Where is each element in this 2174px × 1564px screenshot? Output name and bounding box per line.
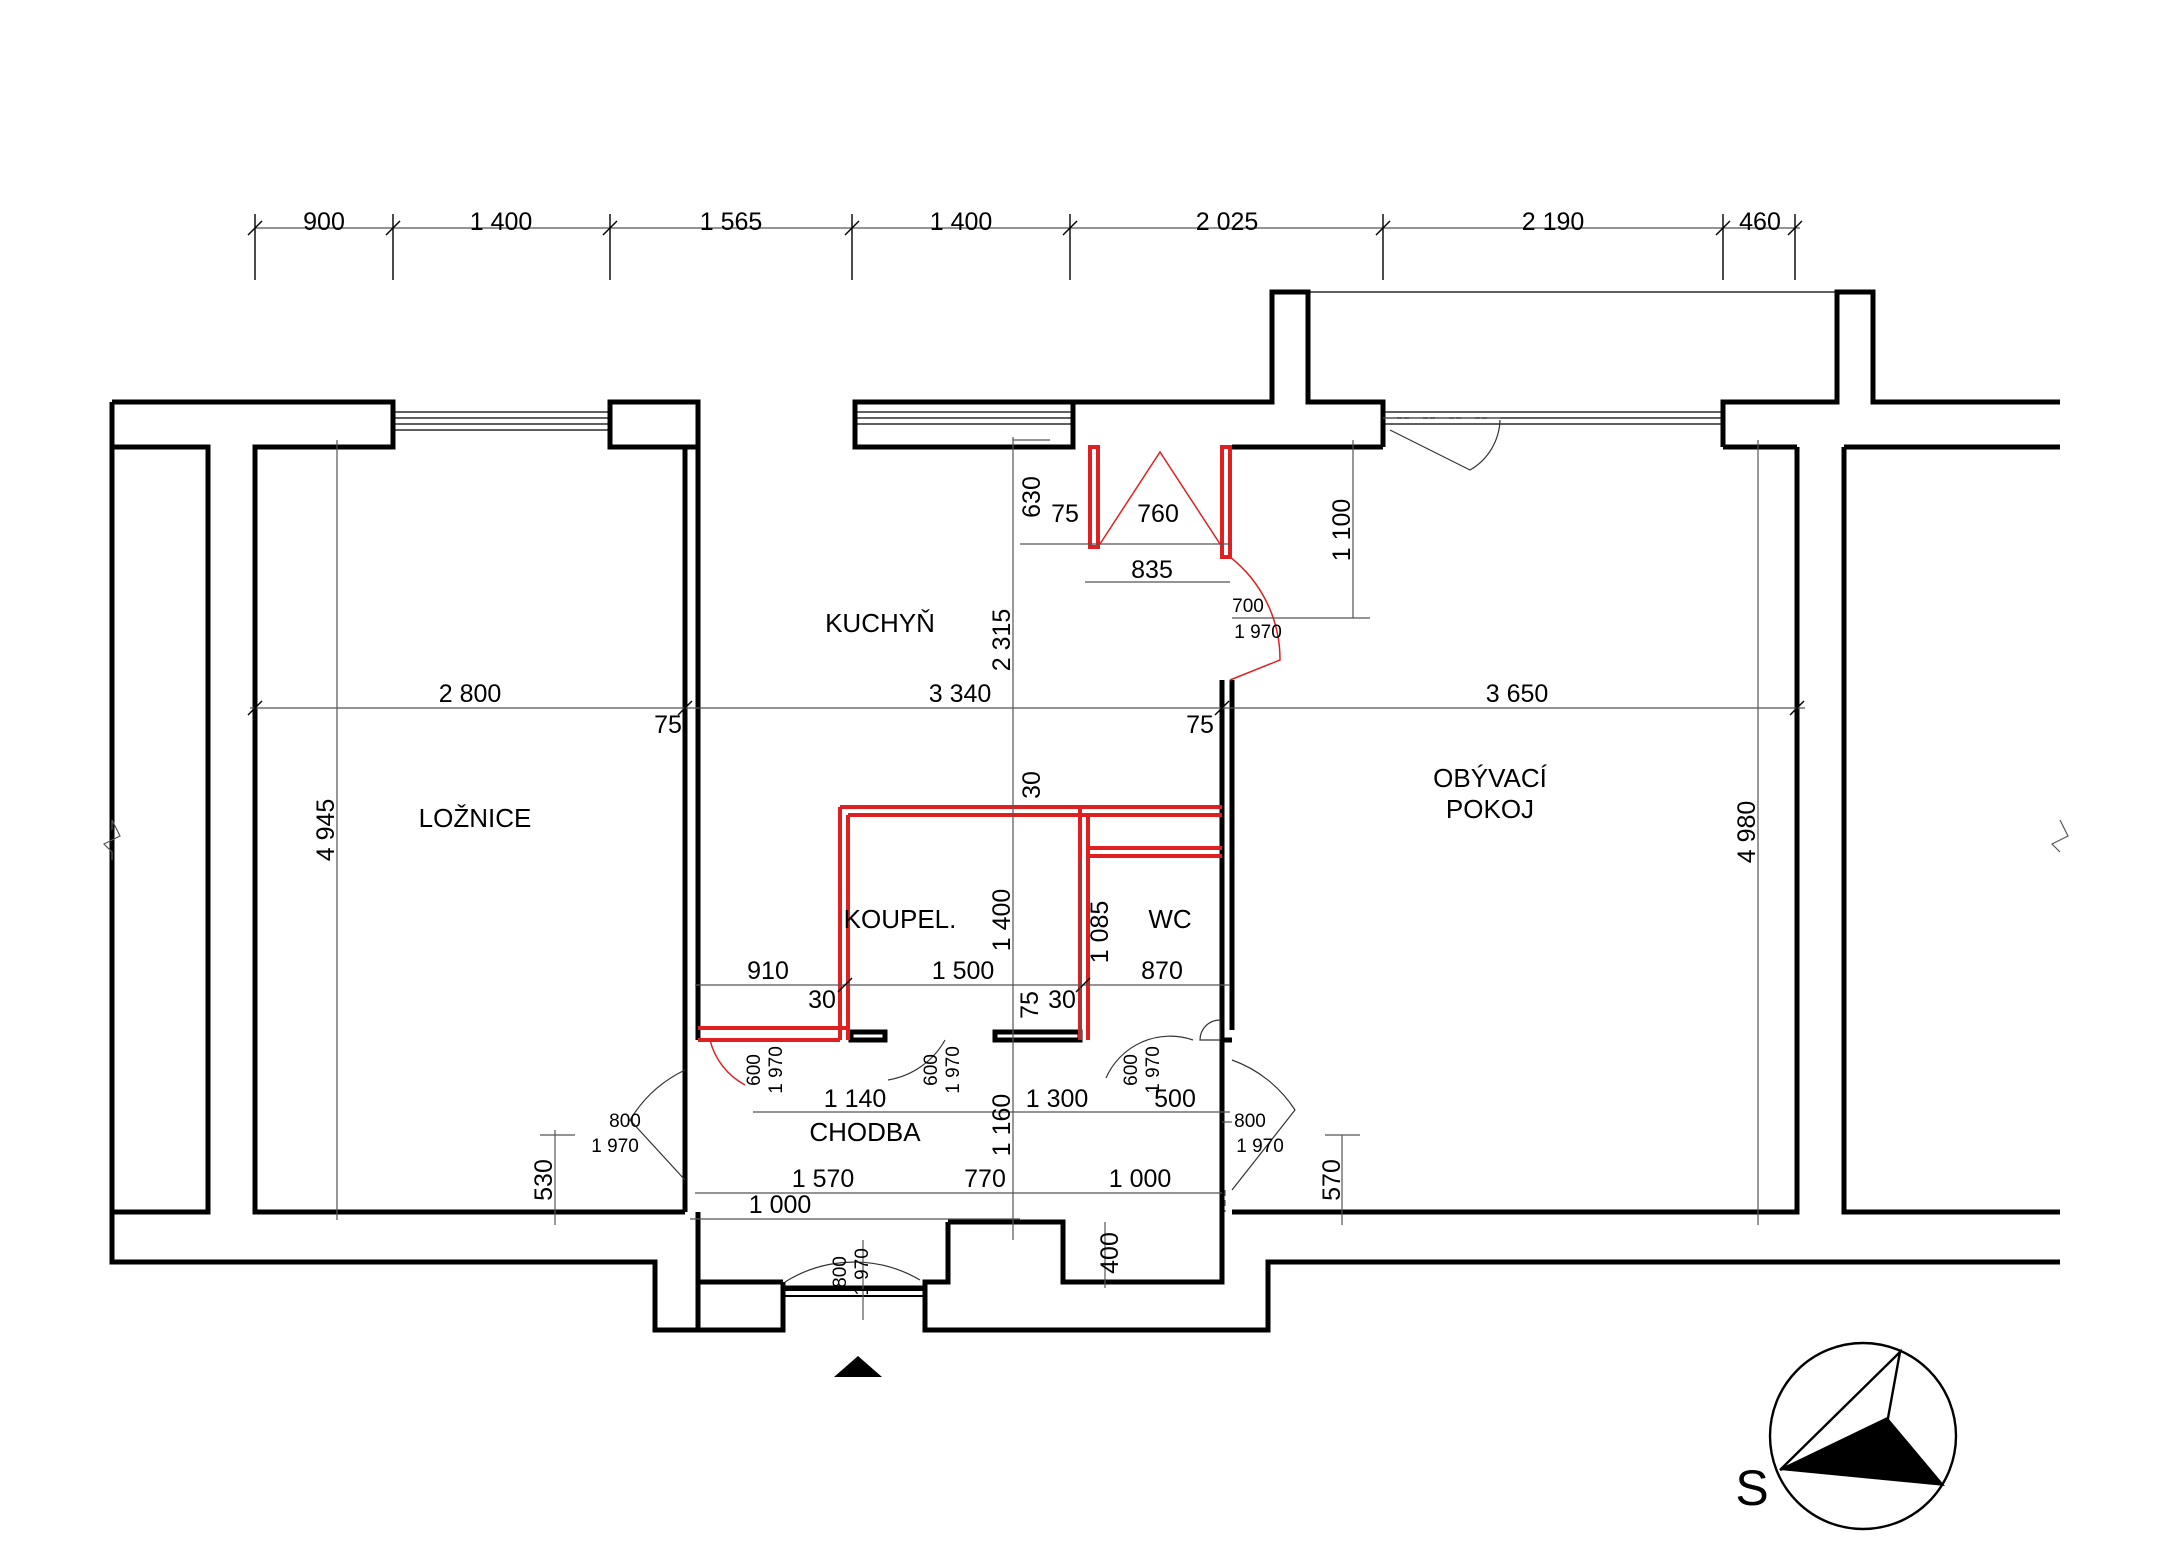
obyvaci-width: 3 650 [1486, 680, 1549, 708]
kuchyn-height: 2 315 [988, 609, 1016, 672]
living-door-width: 800 [1234, 1111, 1266, 1132]
bath-left-gap: 910 [747, 957, 789, 985]
dimension-labels: 2 800 3 340 3 650 75 75 4 945 2 315 4 98… [312, 476, 1761, 1296]
wc-door-width: 600 [1121, 1054, 1142, 1086]
entry-door-height: 1 970 [852, 1248, 873, 1296]
room-kuchyn: KUCHYŇ [825, 608, 935, 638]
bath-door-width: 600 [921, 1054, 942, 1086]
bedroom-door-height: 1 970 [591, 1136, 639, 1157]
room-wc: WC [1148, 904, 1191, 934]
corridor-depth: 1 160 [988, 1094, 1016, 1157]
top-dim-2: 1 400 [470, 208, 533, 236]
corridor-seg-1: 1 140 [824, 1085, 887, 1113]
top-dim-6: 2 190 [1522, 208, 1585, 236]
pantry-wall: 75 [1051, 500, 1079, 528]
room-obyvaci-line-1: OBÝVACÍ [1433, 763, 1547, 793]
wc-door-height: 1 970 [1143, 1046, 1164, 1094]
corridor-right-offset: 570 [1318, 1159, 1346, 1201]
corridor-niche: 400 [1096, 1232, 1124, 1274]
compass-icon: S [1735, 1341, 1958, 1531]
wc-height: 1 085 [1086, 901, 1114, 964]
bath-top-wall: 30 [1018, 771, 1046, 799]
new-walls [698, 445, 1281, 1086]
compass-label: S [1735, 1460, 1768, 1516]
kitchen-door-height: 1 970 [766, 1046, 787, 1094]
room-loznice: LOŽNICE [419, 803, 532, 833]
corridor-w3: 1 000 [1109, 1165, 1172, 1193]
corridor-seg-3: 500 [1154, 1085, 1196, 1113]
kitchen-door-width: 600 [744, 1054, 765, 1086]
living-door-height: 1 970 [1236, 1136, 1284, 1157]
bath-left-wall: 30 [808, 986, 836, 1014]
top-dim-4: 1 400 [930, 208, 993, 236]
pantry-inner: 760 [1137, 500, 1179, 528]
bath-mid-wall: 75 [1016, 991, 1044, 1019]
bath-mid-wall-2: 30 [1048, 986, 1076, 1014]
top-dim-5: 2 025 [1196, 208, 1259, 236]
top-dim-7: 460 [1739, 208, 1781, 236]
living-window-offset: 1 100 [1328, 499, 1356, 562]
door-swings [629, 417, 1501, 1283]
entry-door-width: 800 [830, 1256, 851, 1288]
loznice-width: 2 800 [439, 680, 502, 708]
top-dim-1: 900 [303, 208, 345, 236]
right-wall-thickness: 75 [1186, 711, 1214, 739]
corridor-w1: 1 570 [792, 1165, 855, 1193]
bath-door-height: 1 970 [943, 1046, 964, 1094]
bath-width: 1 500 [932, 957, 995, 985]
wc-width: 870 [1141, 957, 1183, 985]
corridor-seg-2: 1 300 [1026, 1085, 1089, 1113]
loznice-height: 4 945 [312, 799, 340, 862]
pantry-outer: 835 [1131, 556, 1173, 584]
pantry-door-width: 700 [1232, 596, 1264, 617]
walls [109, 289, 2060, 1333]
room-chodba: CHODBA [809, 1117, 921, 1147]
corridor-left-offset: 530 [530, 1159, 558, 1201]
room-labels: LOŽNICE KUCHYŇ OBÝVACÍ POKOJ KOUPEL. WC … [419, 608, 1548, 1147]
pantry-depth: 630 [1018, 476, 1046, 518]
left-wall-thickness: 75 [654, 711, 682, 739]
top-dim-3: 1 565 [700, 208, 763, 236]
bedroom-door-width: 800 [609, 1111, 641, 1132]
interior-dimensions [102, 437, 2069, 1320]
top-dimension-chain: 900 1 400 1 565 1 400 2 025 2 190 460 [247, 208, 1803, 280]
obyvaci-height: 4 980 [1733, 801, 1761, 864]
room-obyvaci-line-2: POKOJ [1446, 794, 1534, 824]
entry-arrow-icon [834, 1356, 882, 1377]
pantry-door-height: 1 970 [1234, 622, 1282, 643]
corridor-w2: 770 [964, 1165, 1006, 1193]
bath-height: 1 400 [988, 889, 1016, 952]
corridor-bottom: 1 000 [749, 1191, 812, 1219]
room-koupelna: KOUPEL. [844, 904, 957, 934]
kuchyn-width: 3 340 [929, 680, 992, 708]
